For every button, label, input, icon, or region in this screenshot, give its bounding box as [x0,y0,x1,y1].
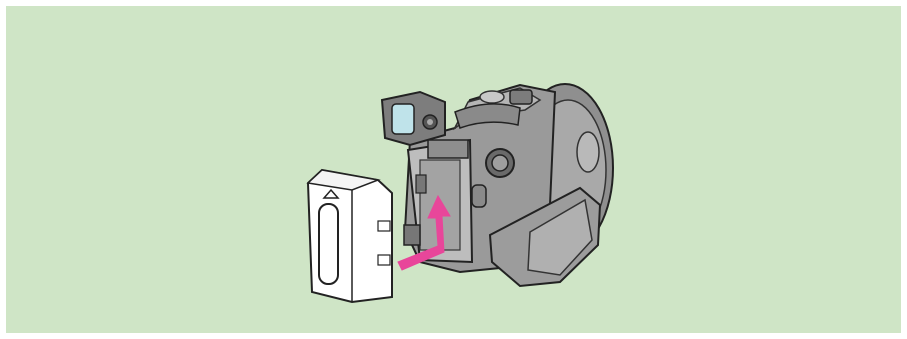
battery-pack [308,170,392,302]
viewfinder [382,92,445,145]
